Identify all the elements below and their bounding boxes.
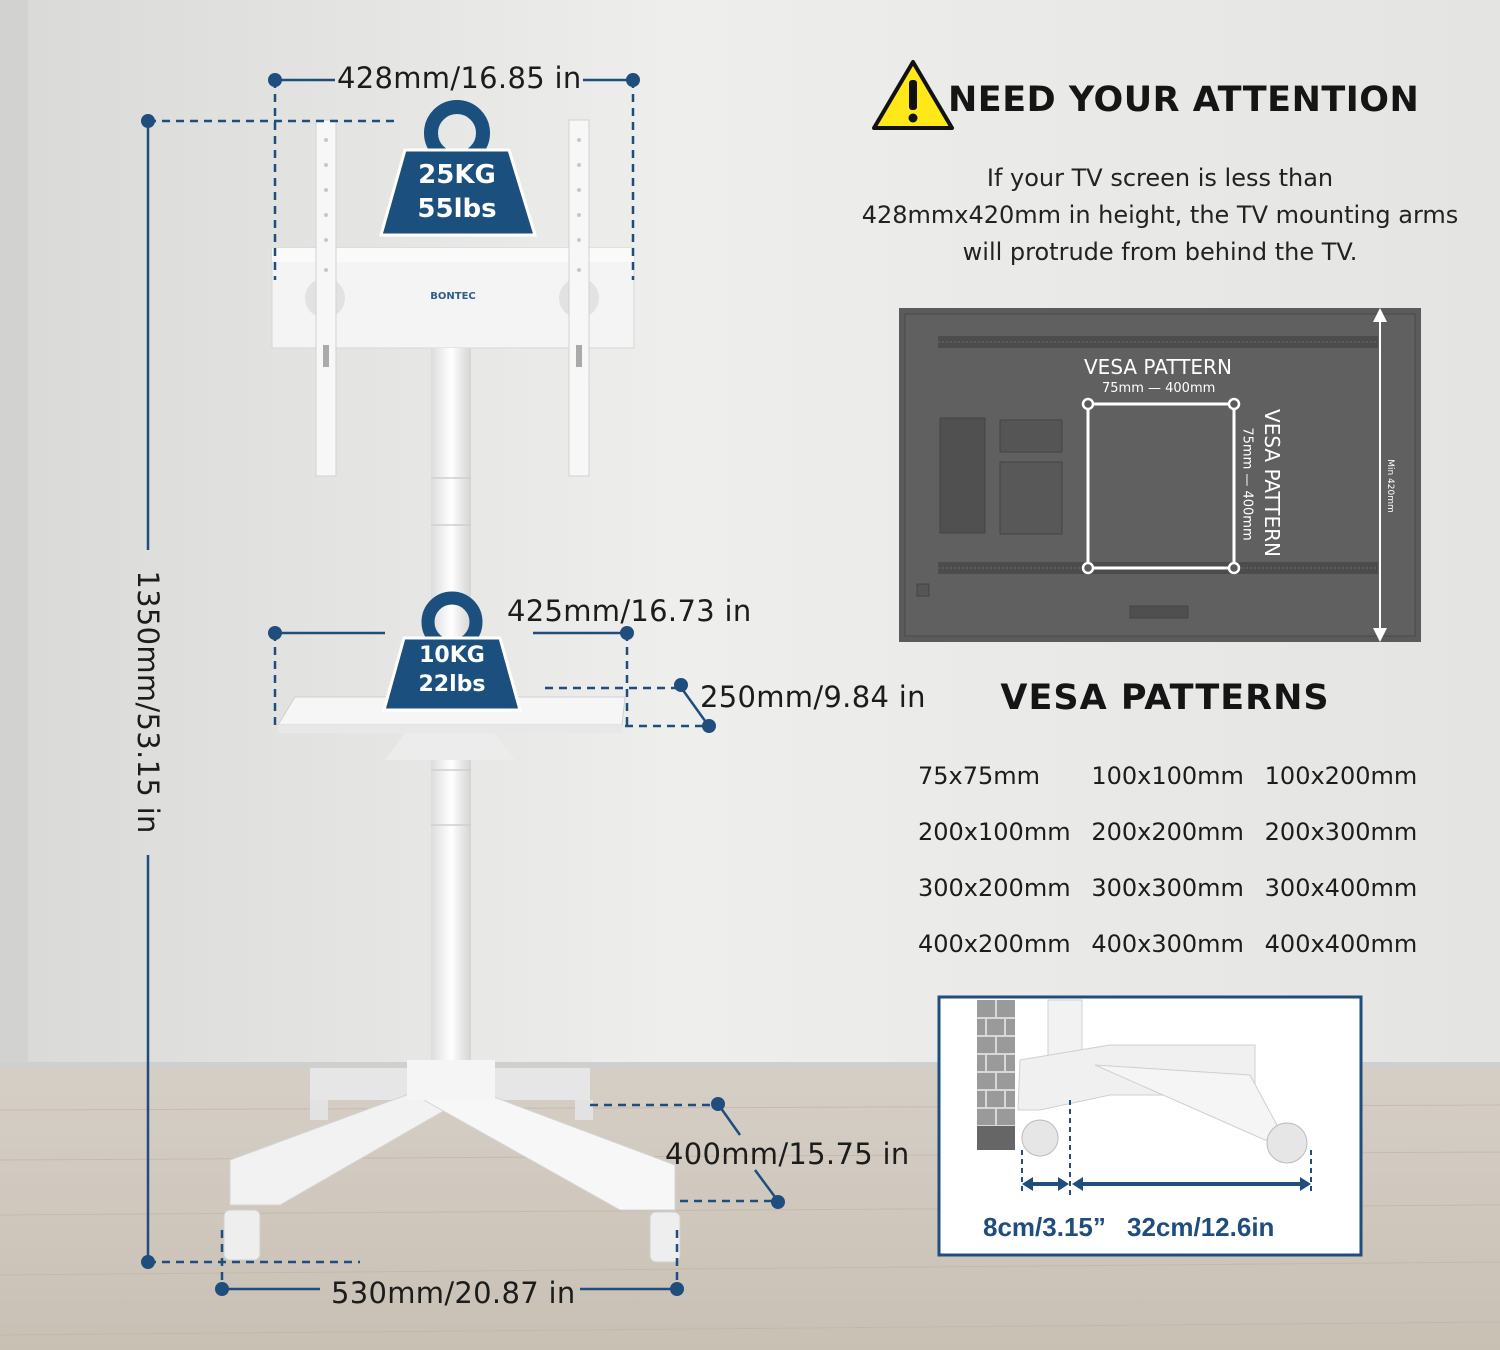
shelf-load-lbs: 22lbs xyxy=(418,672,486,697)
vesa-range-vertical: 75mm — 400mm xyxy=(1239,427,1255,541)
vesa-pattern-item: 100x200mm xyxy=(1264,762,1418,790)
wall-corner xyxy=(0,0,28,1075)
stand-base xyxy=(223,1060,681,1263)
tv-load-kg: 25KG xyxy=(418,160,496,190)
wall-gap-label: 8cm/3.15” xyxy=(983,1212,1106,1242)
badge-tv-load xyxy=(379,100,538,237)
min-height-label: Min 420mm xyxy=(1385,459,1395,513)
wall-clearance-inset xyxy=(937,995,1363,1257)
warning-icon xyxy=(872,60,954,130)
vesa-pattern-item: 100x100mm xyxy=(1091,762,1244,790)
vesa-patterns-grid: 75x75mm 100x100mm 100x200mm 200x100mm 20… xyxy=(918,748,1438,972)
shelf-load-kg: 10KG xyxy=(419,643,485,668)
vesa-pattern-item: 400x200mm xyxy=(918,930,1071,958)
tv-bracket xyxy=(271,119,635,477)
total-height-label: 1350mm/53.15 in xyxy=(131,570,165,834)
vesa-pattern-item: 300x300mm xyxy=(1091,874,1244,902)
vesa-pattern-item: 400x300mm xyxy=(1091,930,1244,958)
vesa-label-horizontal: VESA PATTERN xyxy=(1084,355,1232,379)
tv-load-lbs: 55lbs xyxy=(417,194,497,224)
attention-text: If your TV screen is less than 428mmx420… xyxy=(860,160,1460,271)
tv-back-diagram xyxy=(899,308,1421,642)
shelf-width-label: 425mm/16.73 in xyxy=(507,594,752,628)
vesa-pattern-item: 300x400mm xyxy=(1264,874,1418,902)
base-depth-label: 400mm/15.75 in xyxy=(665,1137,910,1171)
vesa-pattern-item: 400x400mm xyxy=(1264,930,1418,958)
vesa-pattern-item: 200x200mm xyxy=(1091,818,1244,846)
vesa-row: 200x100mm 200x200mm 200x300mm xyxy=(918,804,1438,860)
vesa-row: 400x200mm 400x300mm 400x400mm xyxy=(918,916,1438,972)
vesa-pattern-item: 75x75mm xyxy=(918,762,1041,790)
vesa-pattern-item: 300x200mm xyxy=(918,874,1071,902)
attention-line-2: 428mmx420mm in height, the TV mounting a… xyxy=(861,201,1459,229)
top-width-label: 428mm/16.85 in xyxy=(337,61,582,95)
vesa-pattern-item: 200x100mm xyxy=(918,818,1071,846)
badge-shelf-load xyxy=(382,591,522,712)
vesa-row: 300x200mm 300x300mm 300x400mm xyxy=(918,860,1438,916)
shelf-depth-label: 250mm/9.84 in xyxy=(700,680,926,714)
vesa-range-horizontal: 75mm — 400mm xyxy=(1102,381,1216,396)
vesa-row: 75x75mm 100x100mm 100x200mm xyxy=(918,748,1438,804)
base-width-label: 530mm/20.87 in xyxy=(331,1276,576,1310)
vesa-patterns-title: VESA PATTERNS xyxy=(1000,678,1330,718)
brand-logo: BONTEC xyxy=(430,291,476,302)
base-span-label: 32cm/12.6in xyxy=(1127,1212,1275,1242)
vesa-label-vertical: VESA PATTERN xyxy=(1260,409,1284,557)
vesa-pattern-item: 200x300mm xyxy=(1264,818,1418,846)
attention-line-3: will protrude from behind the TV. xyxy=(962,238,1358,266)
attention-title: NEED YOUR ATTENTION xyxy=(948,80,1420,120)
attention-line-1: If your TV screen is less than xyxy=(986,164,1334,192)
